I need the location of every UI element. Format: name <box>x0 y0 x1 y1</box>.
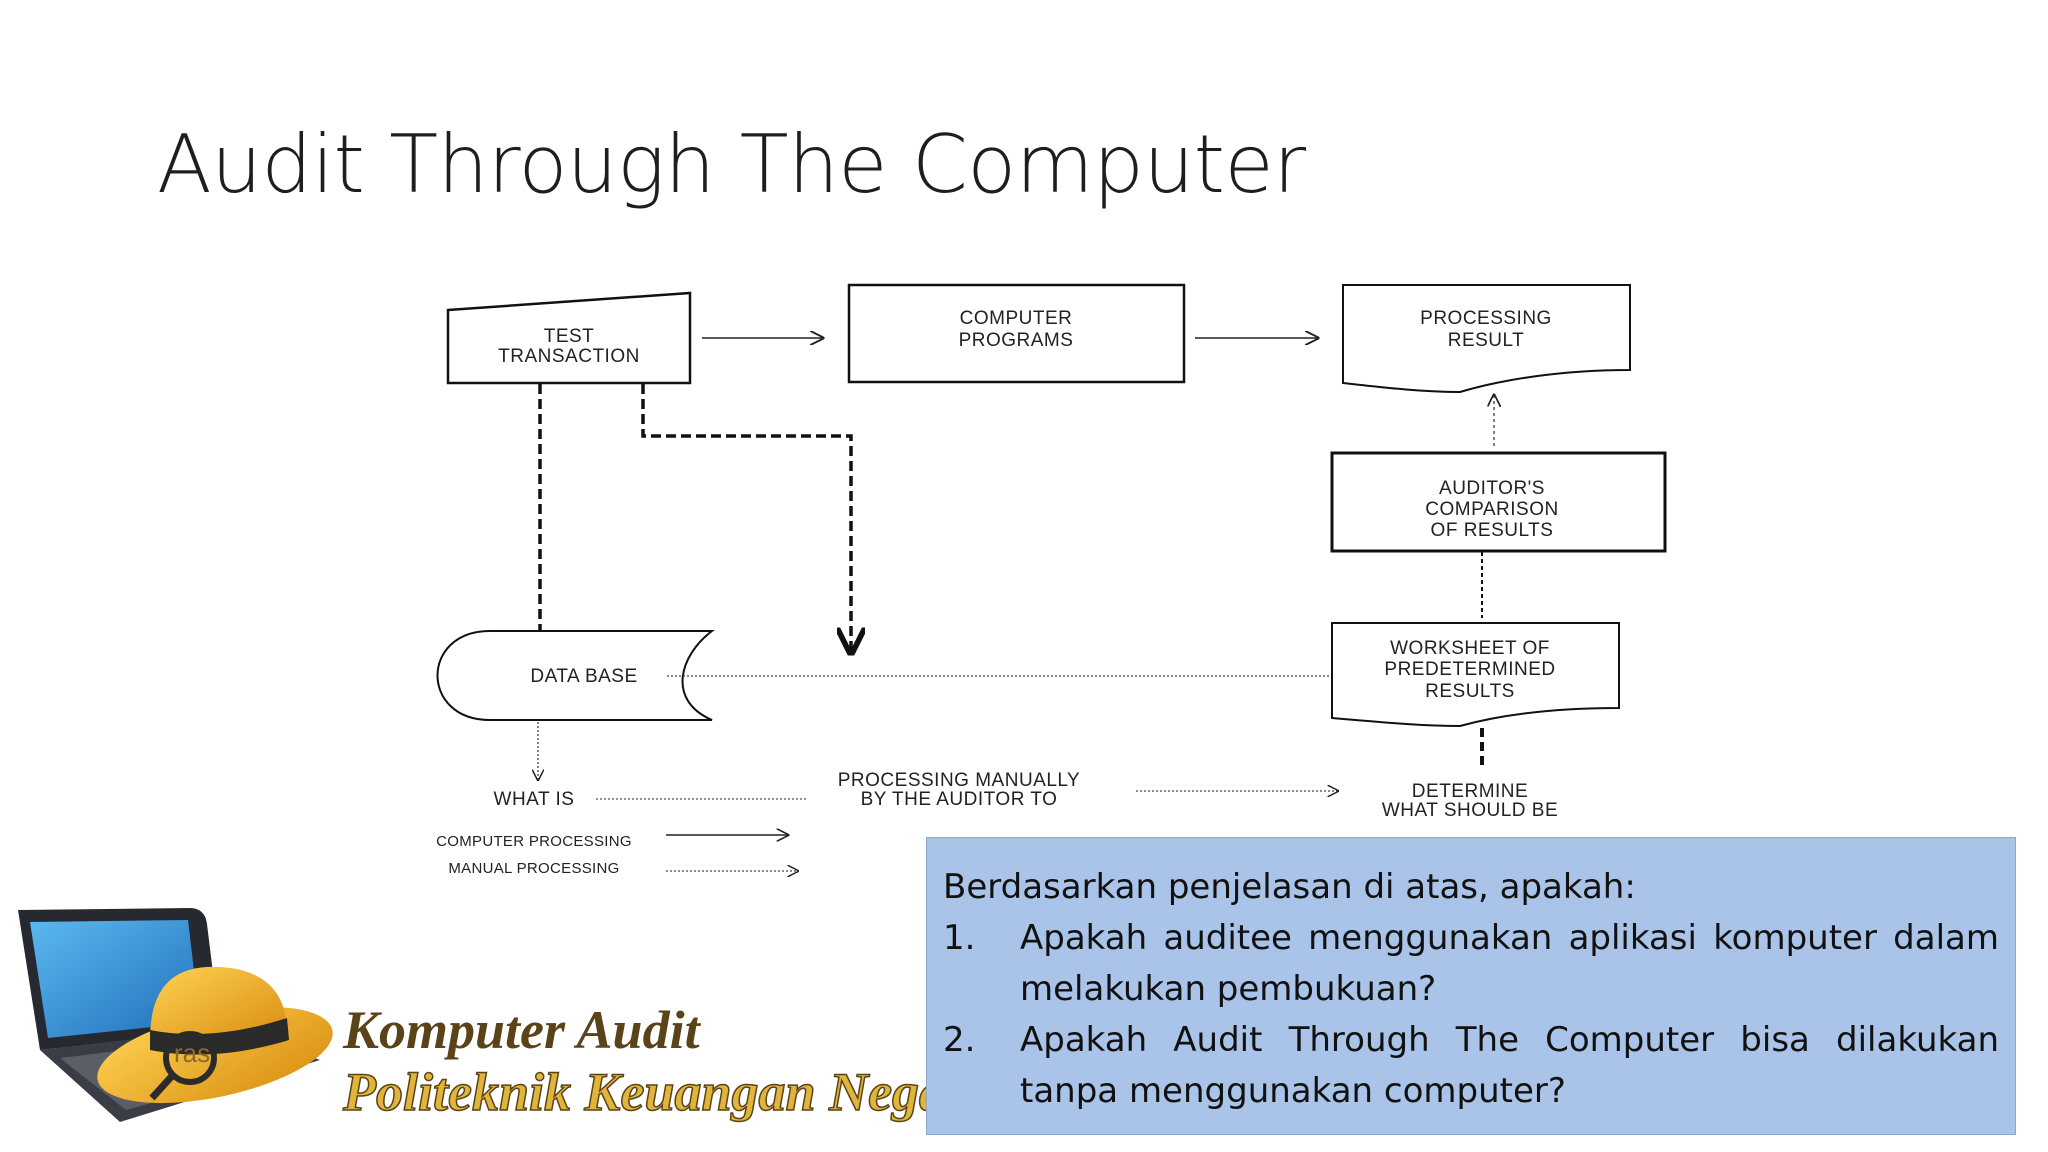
detective-hat-icon <box>97 966 333 1104</box>
question-item: 1. Apakah auditee menggunakan aplikasi k… <box>943 913 1999 1015</box>
diagram-legend: COMPUTER PROCESSING MANUAL PROCESSING <box>436 833 798 877</box>
processing-result-line2: RESULT <box>1448 330 1525 351</box>
computer-programs-line1: COMPUTER <box>960 308 1073 329</box>
what-is-label: WHAT IS <box>494 789 575 810</box>
database-node: DATA BASE <box>436 630 715 721</box>
processing-result-node: PROCESSING RESULT <box>1342 284 1631 394</box>
processing-result-line1: PROCESSING <box>1420 308 1552 329</box>
legend-computer-processing: COMPUTER PROCESSING <box>436 833 632 850</box>
computer-programs-node: COMPUTER PROGRAMS <box>847 283 1186 384</box>
determine-line1: DETERMINE <box>1412 781 1528 802</box>
legend-manual-processing: MANUAL PROCESSING <box>448 860 619 877</box>
logo-badge-text: ras <box>174 1038 210 1068</box>
worksheet-node: WORKSHEET OF PREDETERMINED RESULTS <box>1331 622 1620 728</box>
processing-manually-line1: PROCESSING MANUALLY <box>838 770 1080 791</box>
question-text: Apakah auditee menggunakan aplikasi komp… <box>1020 918 1999 1009</box>
auditors-comparison-line1: AUDITOR'S <box>1439 478 1545 499</box>
komputer-audit-logo: ras Komputer Audit Politeknik Keuangan N… <box>18 908 930 1123</box>
determine-line2: WHAT SHOULD BE <box>1382 800 1558 821</box>
logo-line1: Komputer Audit <box>342 1000 702 1060</box>
computer-programs-line2: PROGRAMS <box>959 330 1074 351</box>
question-text: Apakah Audit Through The Computer bisa d… <box>1020 1020 1999 1111</box>
slide-title: Audit Through The Computer <box>157 118 1306 211</box>
logo-line2: Politeknik Keuangan Negara <box>342 1062 930 1122</box>
question-item: 2. Apakah Audit Through The Computer bis… <box>943 1015 1999 1117</box>
auditors-comparison-node: AUDITOR'S COMPARISON OF RESULTS <box>1330 451 1667 553</box>
database-label: DATA BASE <box>530 666 637 687</box>
worksheet-line3: RESULTS <box>1425 681 1515 702</box>
test-transaction-line1: TEST <box>544 326 595 347</box>
worksheet-line2: PREDETERMINED <box>1384 659 1555 680</box>
test-transaction-node: TEST TRANSACTION <box>446 291 692 385</box>
auditors-comparison-line3: OF RESULTS <box>1431 520 1554 541</box>
question-number: 1. <box>943 918 976 958</box>
processing-manually-line2: BY THE AUDITOR TO <box>861 789 1058 810</box>
question-box: Berdasarkan penjelasan di atas, apakah: … <box>926 837 2016 1135</box>
auditors-comparison-line2: COMPARISON <box>1425 499 1558 520</box>
question-number: 2. <box>943 1020 976 1060</box>
worksheet-line1: WORKSHEET OF <box>1390 638 1550 659</box>
question-intro: Berdasarkan penjelasan di atas, apakah: <box>943 867 1636 907</box>
question-list: 1. Apakah auditee menggunakan aplikasi k… <box>943 913 1999 1117</box>
dashed-test-to-processing <box>641 384 851 650</box>
test-transaction-line2: TRANSACTION <box>498 346 640 367</box>
